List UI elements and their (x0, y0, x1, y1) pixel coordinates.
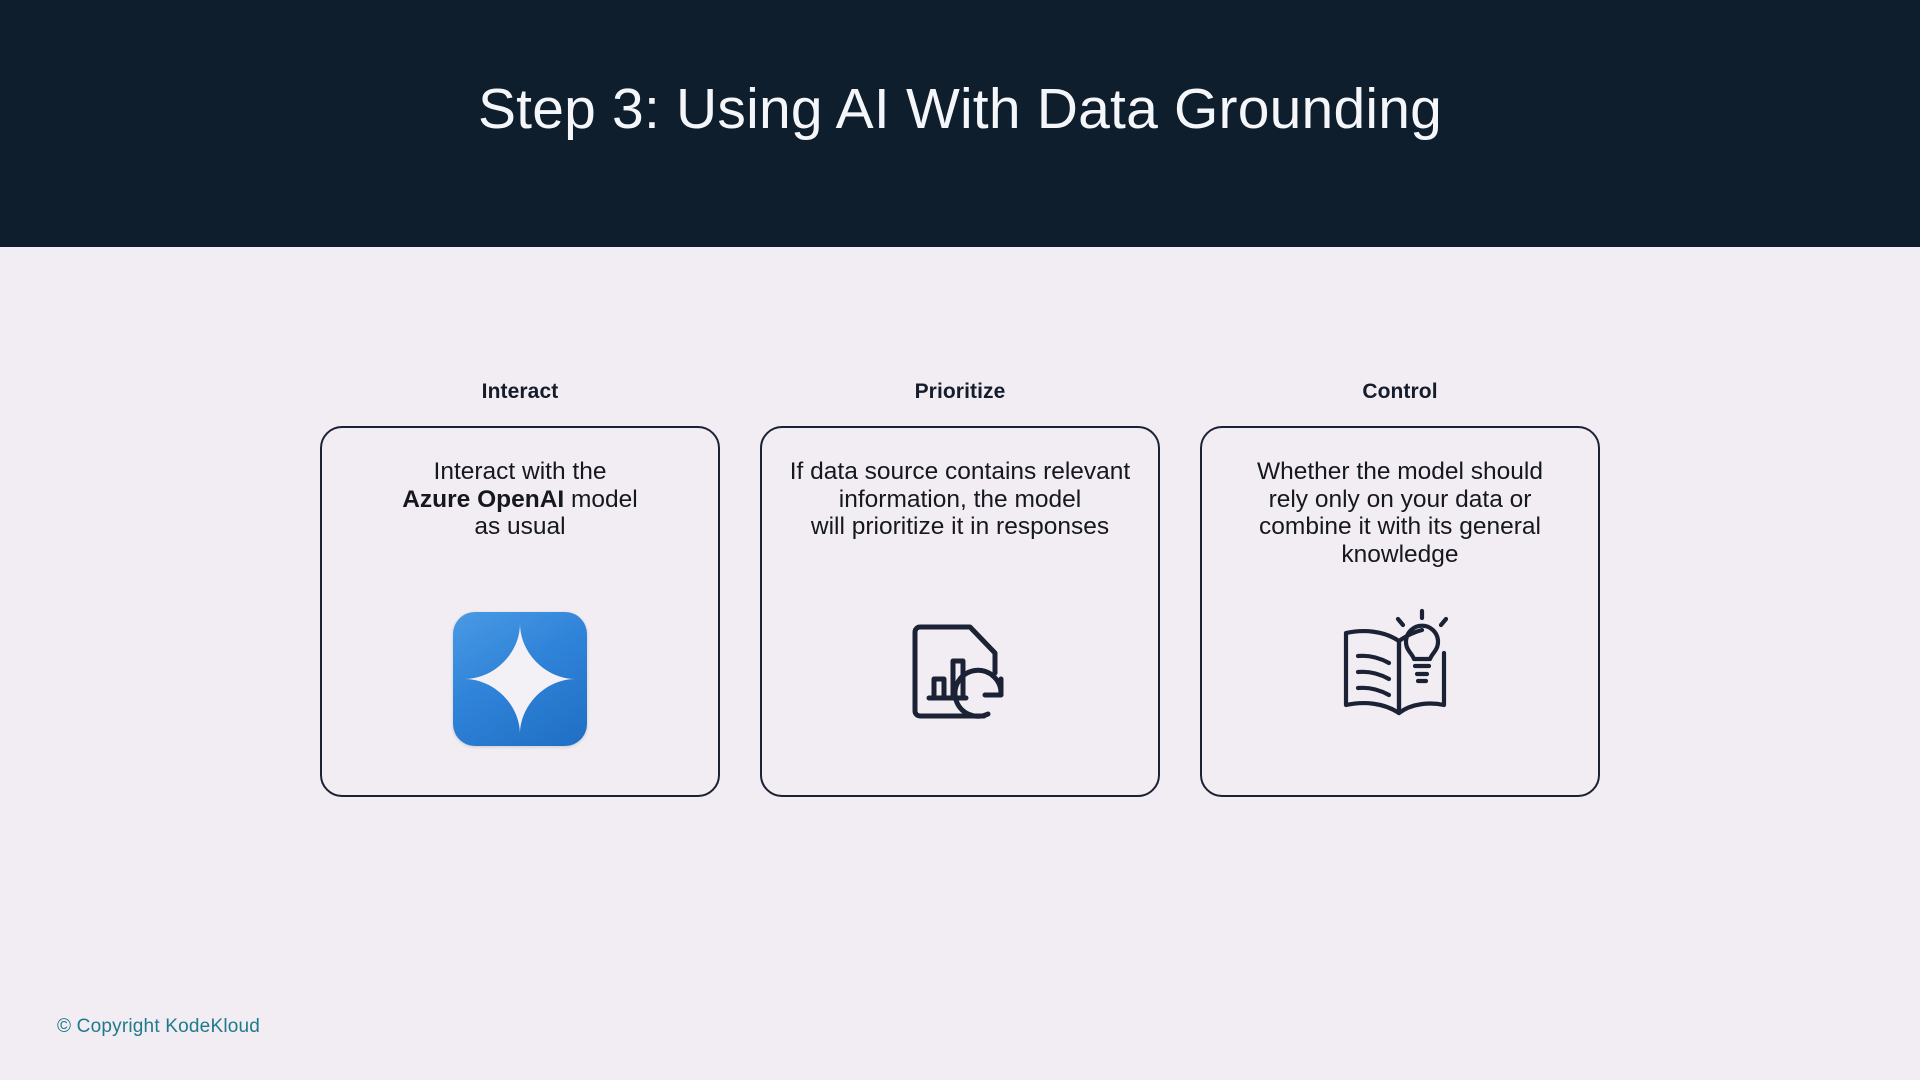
card-box-interact: Interact with the Azure OpenAI model as … (320, 426, 720, 797)
card-heading-interact: Interact (481, 380, 559, 403)
card-text-line-1: Interact with the (433, 458, 607, 485)
header-band: Step 3: Using AI With Data Grounding (0, 0, 1920, 247)
card-text-line-3: combine it with its general (1259, 513, 1541, 541)
card-text-prioritize: If data source contains relevant informa… (777, 458, 1143, 541)
card-control: Control Whether the model should rely on… (1200, 380, 1600, 797)
document-chart-refresh-icon (912, 624, 1004, 719)
card-text-line-2: information, the model (838, 485, 1082, 513)
card-text-control: Whether the model should rely only on yo… (1217, 458, 1583, 569)
card-text-line-4: knowledge (1341, 541, 1459, 569)
card-heading-prioritize: Prioritize (914, 380, 1006, 403)
card-text-line-1: Whether the model should (1257, 458, 1543, 485)
card-interact: Interact Interact with the Azure OpenAI … (320, 380, 720, 797)
page-title: Step 3: Using AI With Data Grounding (477, 77, 1443, 141)
card-prioritize: Prioritize If data source contains relev… (760, 380, 1160, 797)
card-box-prioritize: If data source contains relevant informa… (760, 426, 1160, 797)
card-text-line-1: If data source contains relevant (789, 458, 1131, 485)
card-icon-wrap-interact (453, 599, 587, 759)
card-text-line-3: as usual (474, 513, 566, 541)
card-text-after-bold: model (564, 485, 638, 513)
cards-row: Interact Interact with the Azure OpenAI … (0, 380, 1920, 797)
card-text-interact: Interact with the Azure OpenAI model as … (337, 458, 703, 541)
azure-openai-sparkle-icon (453, 612, 587, 746)
card-box-control: Whether the model should rely only on yo… (1200, 426, 1600, 797)
open-book-lightbulb-icon (1343, 608, 1449, 716)
card-text-line-3: will prioritize it in responses (810, 513, 1110, 541)
card-icon-wrap-prioritize (896, 593, 1024, 753)
card-icon-wrap-control (1336, 587, 1464, 747)
card-text-bold: Azure OpenAI (402, 485, 565, 513)
card-text-line-2: rely only on your data or (1268, 485, 1532, 513)
footer-copyright: © Copyright KodeKloud (57, 1016, 261, 1037)
card-heading-control: Control (1362, 380, 1438, 403)
